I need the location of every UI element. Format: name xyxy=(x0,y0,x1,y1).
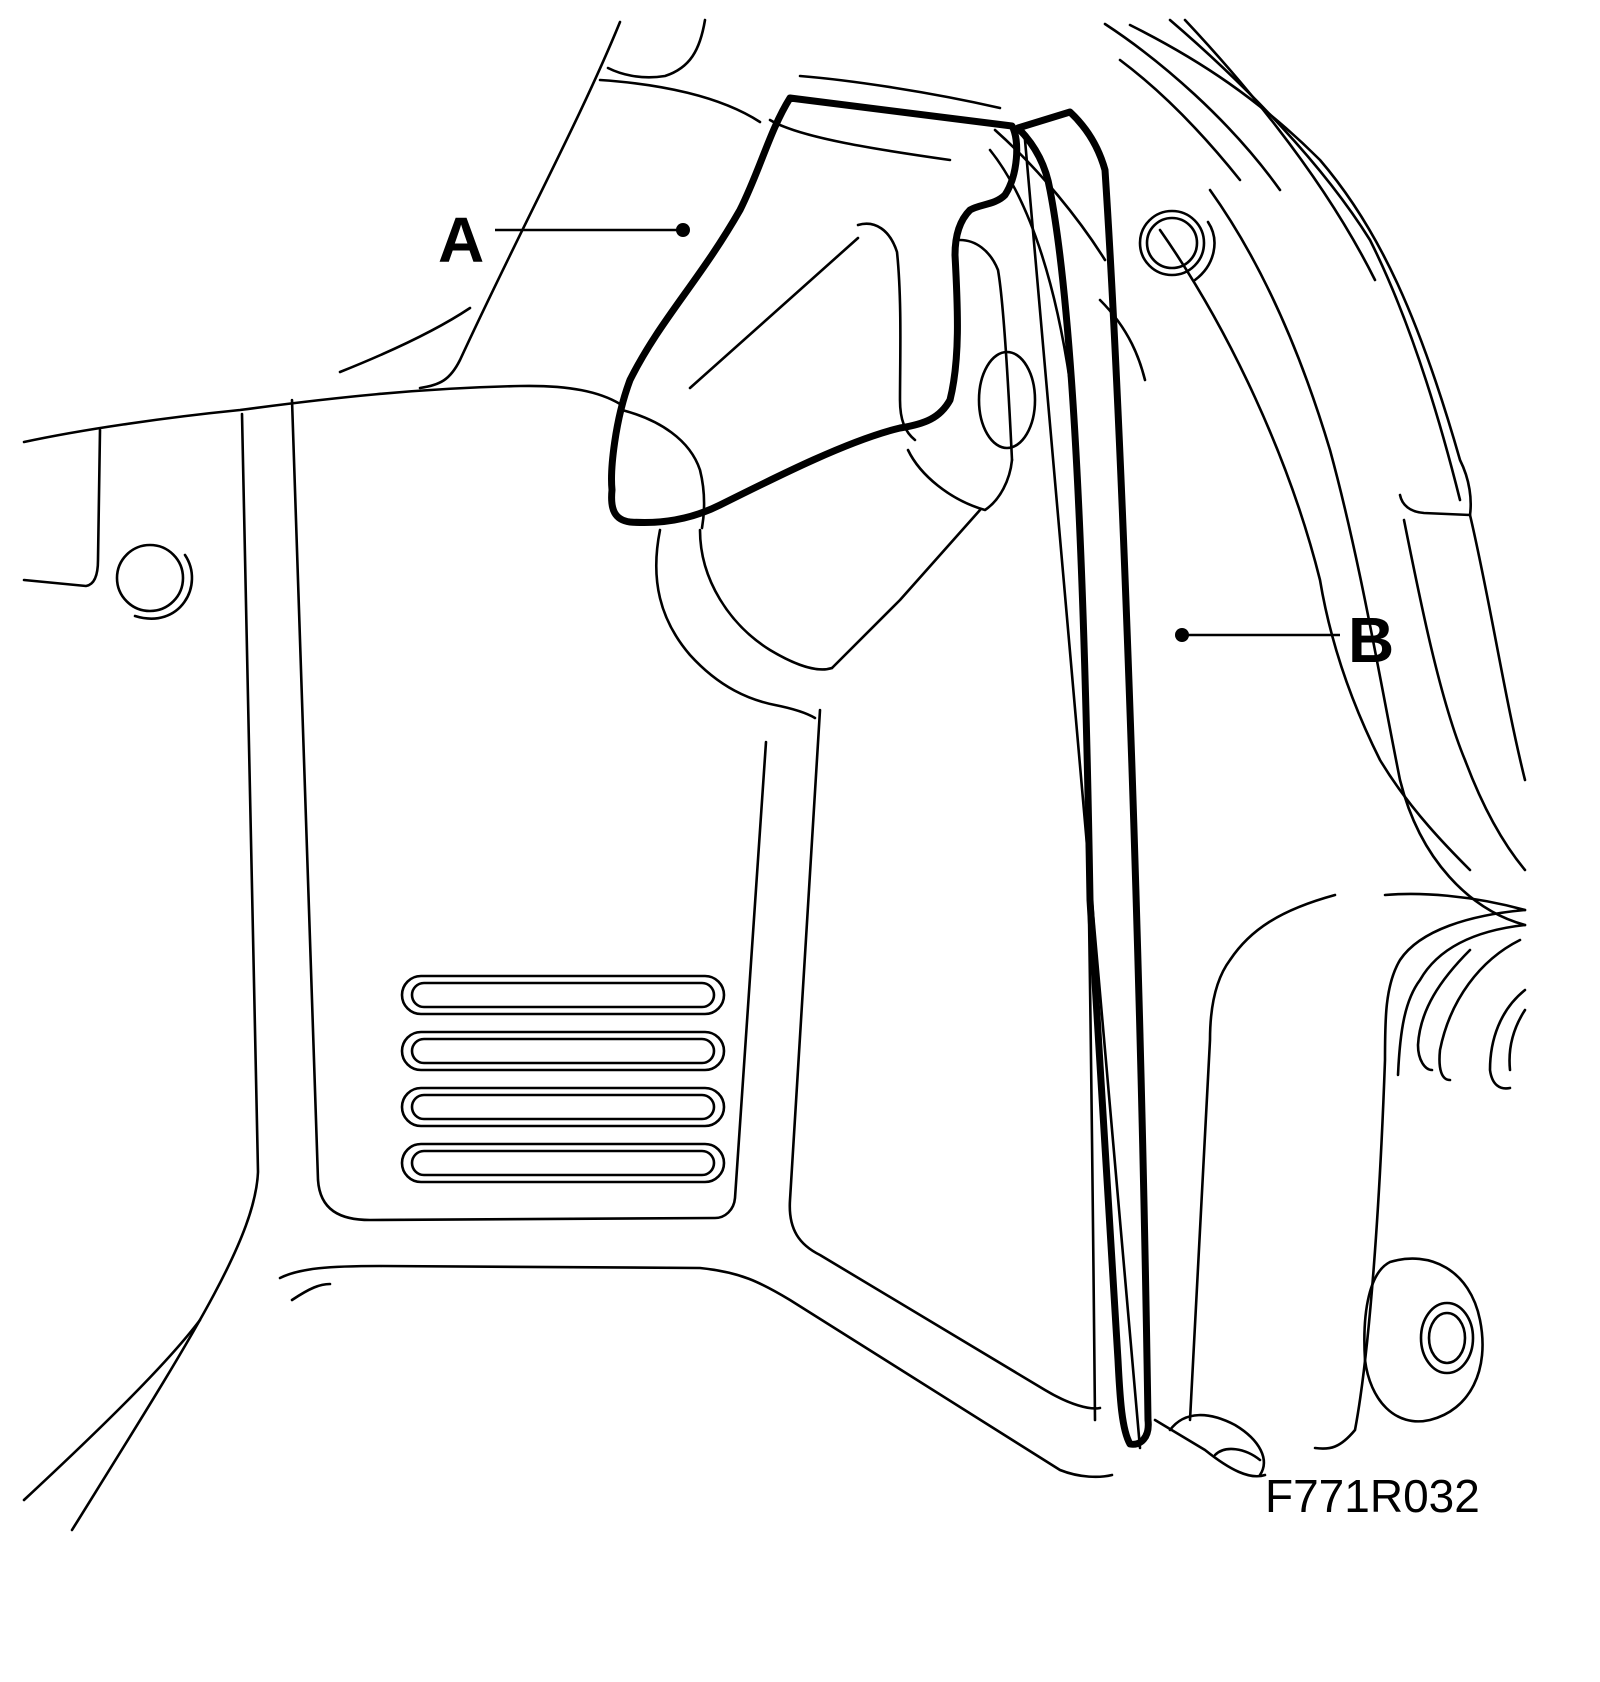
trim-panel-outline xyxy=(22,128,1142,1532)
oval-grommet xyxy=(977,350,1037,450)
callout-b: B xyxy=(1175,604,1394,676)
part-a xyxy=(608,94,1021,527)
callout-a: A xyxy=(438,204,690,276)
right-body-outline xyxy=(1098,18,1527,927)
callout-b-label: B xyxy=(1348,604,1394,676)
upper-body-outline xyxy=(22,18,762,588)
figure-code: F771R032 xyxy=(1265,1470,1480,1522)
part-b xyxy=(1014,108,1152,1448)
upper-right-fastener xyxy=(1138,209,1216,282)
callout-a-label: A xyxy=(438,204,484,276)
vent-grille xyxy=(400,974,726,1184)
left-fastener xyxy=(115,543,194,620)
lower-right-structure xyxy=(1153,892,1527,1478)
lower-right-grommet xyxy=(1363,1257,1484,1423)
part-a-detail xyxy=(620,74,1002,530)
